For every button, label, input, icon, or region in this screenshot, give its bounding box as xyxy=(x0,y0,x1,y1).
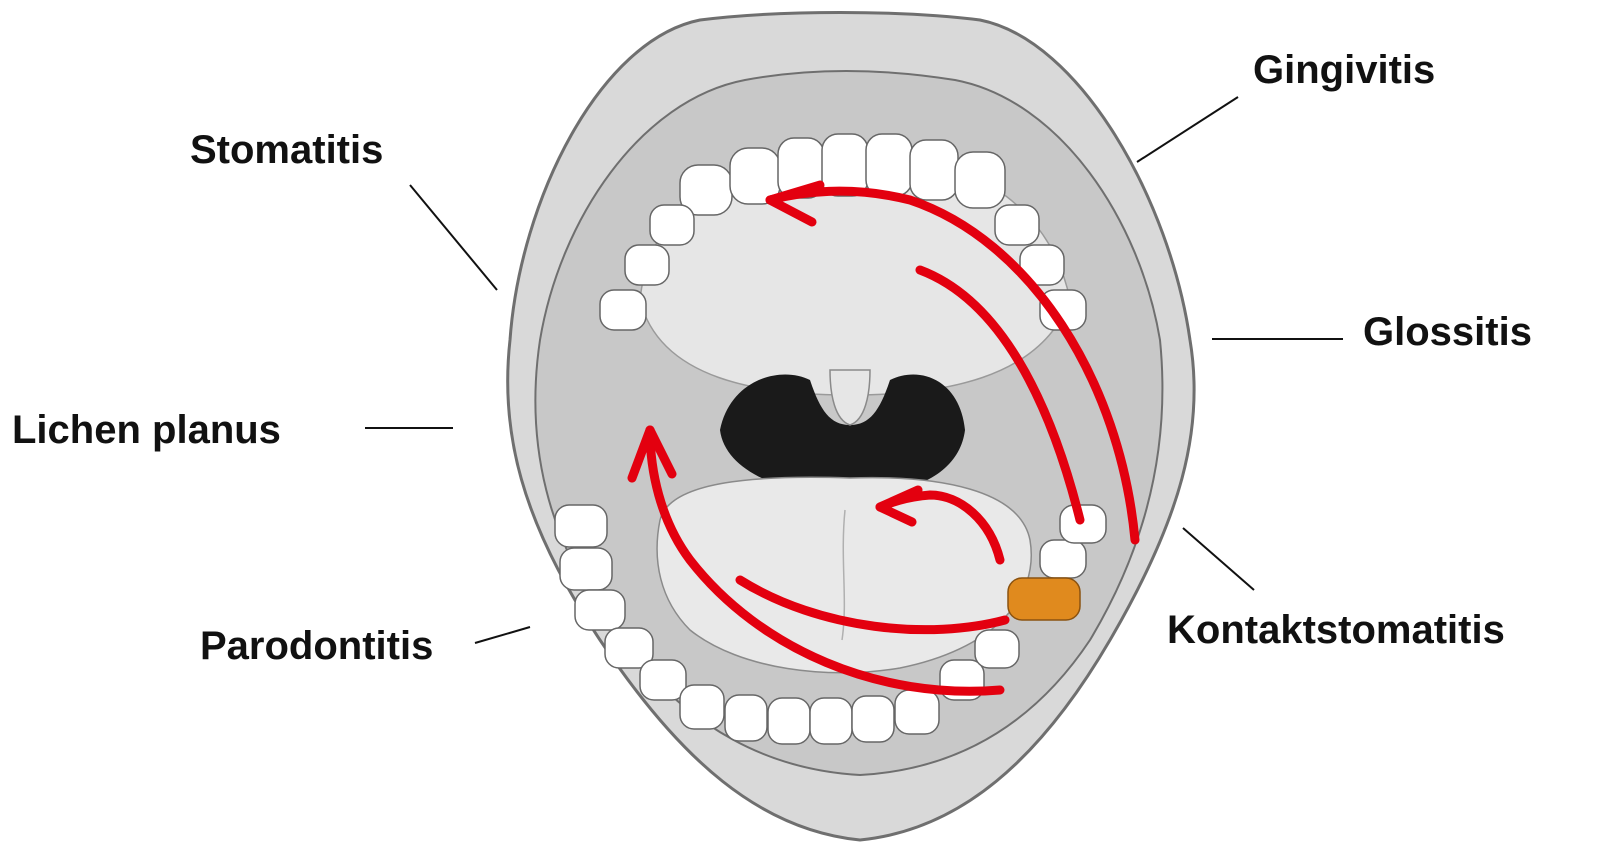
label-kontaktstomatitis: Kontaktstomatitis xyxy=(1167,610,1505,650)
leader-kontaktstomatitis xyxy=(1183,528,1254,590)
label-gingivitis: Gingivitis xyxy=(1253,50,1435,90)
leader-gingivitis xyxy=(1137,97,1238,162)
label-parodontitis: Parodontitis xyxy=(200,626,433,666)
leader-parodontitis xyxy=(475,627,530,643)
leader-stomatitis xyxy=(410,185,497,290)
label-lichen-planus: Lichen planus xyxy=(12,410,281,450)
label-stomatitis: Stomatitis xyxy=(190,130,383,170)
highlighted-tooth xyxy=(1008,578,1080,620)
label-glossitis: Glossitis xyxy=(1363,312,1532,352)
